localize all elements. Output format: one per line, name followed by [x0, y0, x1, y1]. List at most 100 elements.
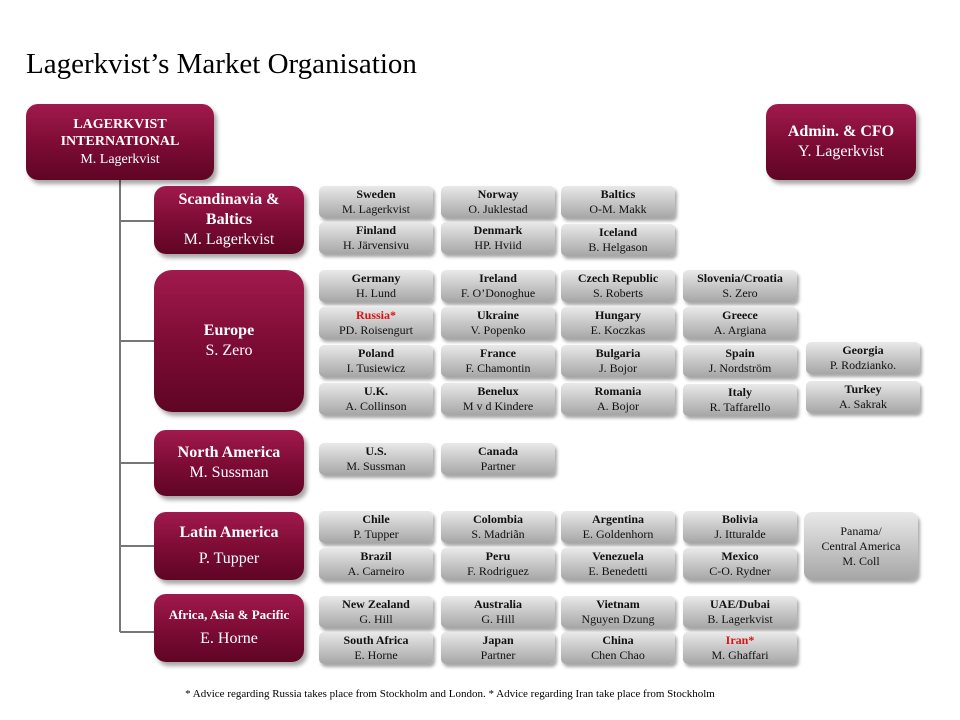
country-card-spain[interactable]: Spain J. Nordström — [683, 345, 797, 377]
region-europe[interactable]: Europe S. Zero — [154, 270, 304, 412]
country-card-venezuela[interactable]: Venezuela E. Benedetti — [561, 548, 675, 580]
region-latin-america[interactable]: Latin America P. Tupper — [154, 512, 304, 580]
country-name-line2: Central America — [821, 538, 901, 553]
region-title: Europe — [203, 322, 255, 339]
country-name: Georgia — [842, 343, 884, 357]
country-card-japan[interactable]: Japan Partner — [441, 632, 555, 664]
country-name: Argentina — [592, 512, 644, 526]
country-name: France — [480, 346, 516, 360]
country-card-greece[interactable]: Greece A. Argiana — [683, 307, 797, 339]
country-name: Peru — [485, 549, 511, 563]
country-name: Japan — [482, 633, 514, 647]
hq-person: M. Lagerkvist — [80, 151, 160, 167]
country-card-slovenia-croatia[interactable]: Slovenia/Croatia S. Zero — [683, 270, 797, 302]
country-person: I. Tusiewicz — [346, 361, 406, 375]
country-card-colombia[interactable]: Colombia S. Madriãn — [441, 511, 555, 543]
country-card-sweden[interactable]: Sweden M. Lagerkvist — [319, 186, 433, 218]
country-name: U.S. — [365, 444, 387, 458]
country-name: New Zealand — [342, 597, 410, 611]
country-person: M v d Kindere — [462, 399, 534, 413]
country-name: Germany — [351, 271, 401, 285]
country-card-norway[interactable]: Norway O. Juklestad — [441, 186, 555, 218]
country-card-hungary[interactable]: Hungary E. Koczkas — [561, 307, 675, 339]
country-person: O-M. Makk — [589, 202, 647, 216]
country-card-peru[interactable]: Peru F. Rodriguez — [441, 548, 555, 580]
region-person: P. Tupper — [198, 550, 260, 567]
country-person: A. Collinson — [345, 399, 407, 413]
country-card-mexico[interactable]: Mexico C-O. Rydner — [683, 548, 797, 580]
country-name: Brazil — [360, 549, 392, 563]
country-card-italy[interactable]: Italy R. Taffarello — [683, 384, 797, 416]
country-card-vietnam[interactable]: Vietnam Nguyen Dzung — [561, 596, 675, 628]
country-card-canada[interactable]: Canada Partner — [441, 443, 555, 475]
country-card-brazil[interactable]: Brazil A. Carneiro — [319, 548, 433, 580]
country-person: V. Popenko — [470, 323, 526, 337]
country-card-iran[interactable]: Iran* M. Ghaffari — [683, 632, 797, 664]
country-name: Russia* — [355, 308, 396, 322]
country-person: M. Sussman — [346, 459, 406, 473]
country-card-chile[interactable]: Chile P. Tupper — [319, 511, 433, 543]
country-person: J. Bojor — [598, 361, 637, 375]
country-person: Chen Chao — [591, 648, 645, 662]
country-card-russia[interactable]: Russia* PD. Roisengurt — [319, 307, 433, 339]
country-name: Iran* — [725, 633, 755, 647]
country-card-france[interactable]: France F. Chamontin — [441, 345, 555, 377]
country-card-germany[interactable]: Germany H. Lund — [319, 270, 433, 302]
country-person: M. Lagerkvist — [342, 202, 410, 216]
admin-cfo-box[interactable]: Admin. & CFO Y. Lagerkvist — [766, 104, 916, 180]
country-person: A. Argiana — [713, 323, 767, 337]
admin-person: Y. Lagerkvist — [798, 143, 884, 160]
country-person: Partner — [480, 459, 516, 473]
country-name: Chile — [362, 512, 390, 526]
country-person: Partner — [480, 648, 516, 662]
country-person: E. Horne — [354, 648, 398, 662]
country-name: Czech Republic — [577, 271, 659, 285]
region-scandinavia[interactable]: Scandinavia & Baltics M. Lagerkvist — [154, 186, 304, 254]
country-card-panama[interactable]: Panama/ Central America M. Coll — [804, 512, 918, 580]
country-card-finland[interactable]: Finland H. Järvensivu — [319, 222, 433, 254]
country-card-romania[interactable]: Romania A. Bojor — [561, 383, 675, 415]
country-person: H. Järvensivu — [343, 238, 409, 252]
country-card-ireland[interactable]: Ireland F. O’Donoghue — [441, 270, 555, 302]
country-person: G. Hill — [359, 612, 393, 626]
country-card-us[interactable]: U.S. M. Sussman — [319, 443, 433, 475]
country-name: Ireland — [479, 271, 517, 285]
country-card-baltics[interactable]: Baltics O-M. Makk — [561, 186, 675, 218]
region-africa-asia-pacific[interactable]: Africa, Asia & Pacific E. Horne — [154, 594, 304, 662]
country-card-denmark[interactable]: Denmark HP. Hviid — [441, 222, 555, 254]
country-person: M. Coll — [842, 553, 880, 568]
country-card-argentina[interactable]: Argentina E. Goldenhorn — [561, 511, 675, 543]
country-card-bulgaria[interactable]: Bulgaria J. Bojor — [561, 345, 675, 377]
country-card-australia[interactable]: Australia G. Hill — [441, 596, 555, 628]
country-person: PD. Roisengurt — [338, 323, 413, 337]
country-card-new-zealand[interactable]: New Zealand G. Hill — [319, 596, 433, 628]
country-name: Venezuela — [592, 549, 644, 563]
country-name: Finland — [355, 223, 397, 237]
region-north-america[interactable]: North America M. Sussman — [154, 430, 304, 496]
country-person: E. Koczkas — [590, 323, 646, 337]
country-card-poland[interactable]: Poland I. Tusiewicz — [319, 345, 433, 377]
country-card-benelux[interactable]: Benelux M v d Kindere — [441, 383, 555, 415]
country-name: Turkey — [844, 382, 882, 396]
country-name: Bolivia — [721, 512, 758, 526]
country-card-iceland[interactable]: Iceland B. Helgason — [561, 224, 675, 256]
country-card-uae-dubai[interactable]: UAE/Dubai B. Lagerkvist — [683, 596, 797, 628]
country-person: P. Tupper — [353, 527, 399, 541]
country-card-georgia[interactable]: Georgia P. Rodzianko. — [806, 342, 920, 374]
country-name: Benelux — [477, 384, 519, 398]
country-name: Denmark — [473, 223, 523, 237]
hq-line2: INTERNATIONAL — [60, 134, 180, 150]
country-card-czech-republic[interactable]: Czech Republic S. Roberts — [561, 270, 675, 302]
country-person: A. Sakrak — [839, 397, 887, 411]
country-person: E. Goldenhorn — [582, 527, 654, 541]
country-name: South Africa — [343, 633, 409, 647]
country-person: S. Zero — [722, 286, 758, 300]
country-card-bolivia[interactable]: Bolivia J. Itturalde — [683, 511, 797, 543]
country-name: Spain — [725, 346, 755, 360]
hq-box[interactable]: LAGERKVIST INTERNATIONAL M. Lagerkvist — [26, 104, 214, 180]
country-card-uk[interactable]: U.K. A. Collinson — [319, 383, 433, 415]
country-card-china[interactable]: China Chen Chao — [561, 632, 675, 664]
country-card-south-africa[interactable]: South Africa E. Horne — [319, 632, 433, 664]
country-card-ukraine[interactable]: Ukraine V. Popenko — [441, 307, 555, 339]
country-card-turkey[interactable]: Turkey A. Sakrak — [806, 381, 920, 413]
